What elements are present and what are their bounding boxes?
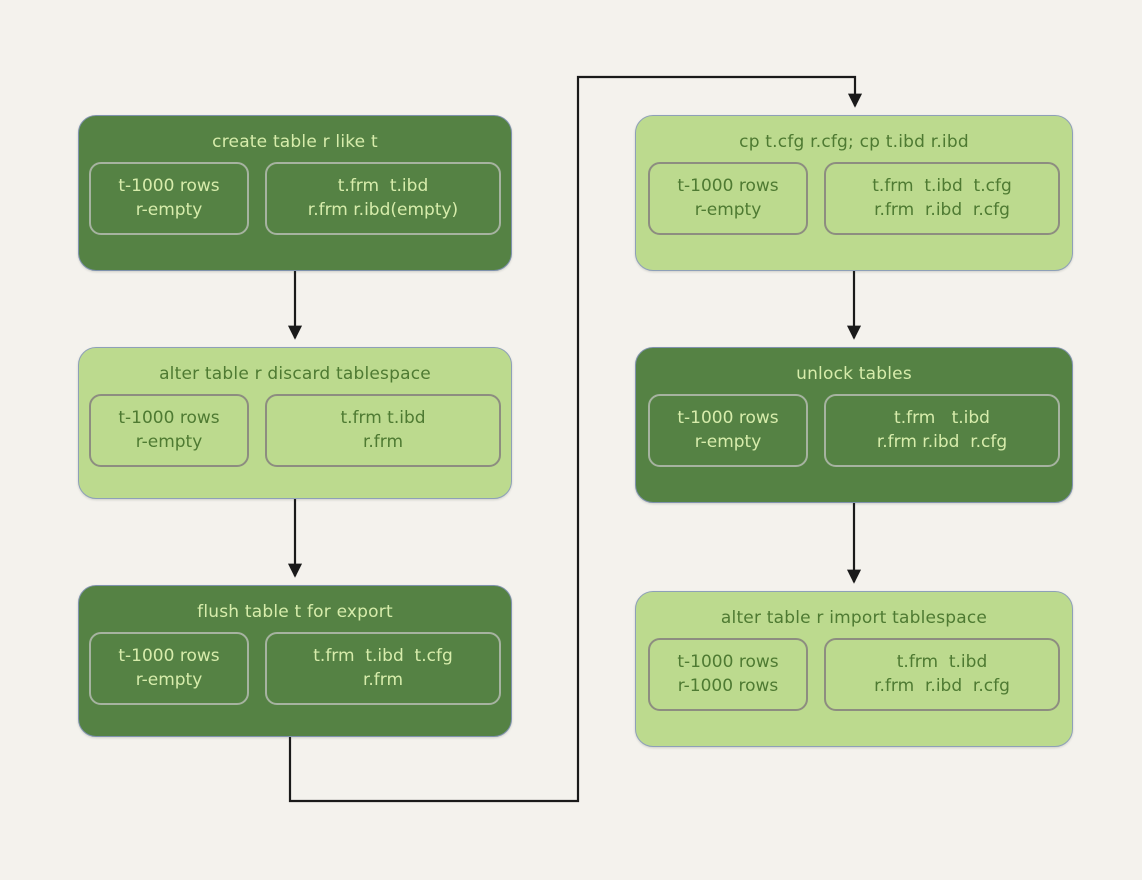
state-line: t.frm t.ibd t.cfg xyxy=(313,645,453,666)
state-line: t-1000 rows xyxy=(677,175,779,196)
node-state-row: t-1000 rows r-1000 rows t.frm t.ibd r.frm r… xyxy=(648,630,1060,711)
state-cell-rows: t-1000 rows r-empty xyxy=(89,161,249,235)
node-state-row: t-1000 rows r-empty t.frm t.ibd r.frm r.ibd… xyxy=(89,154,501,235)
node-state-row: t-1000 rows r-empty t.frm t.ibd t.cfg r.frm… xyxy=(648,154,1060,235)
state-cell-rows: t-1000 rows r-empty xyxy=(89,393,249,467)
node-state-row: t-1000 rows r-empty t.frm t.ibd r.frm r.ibd… xyxy=(648,386,1060,467)
node-alter-table-r-discard-tablespace[interactable]: alter table r discard tablespace t-1000 r… xyxy=(78,347,512,499)
state-line: r.frm xyxy=(362,432,404,453)
state-line: r-empty xyxy=(135,670,203,691)
state-line: t.frm t.ibd xyxy=(894,407,990,428)
state-cell-files: t.frm t.ibd r.frm xyxy=(265,393,501,467)
node-title: alter table r import tablespace xyxy=(720,608,988,628)
state-line: t-1000 rows xyxy=(118,407,220,428)
node-flush-table-t-for-export[interactable]: flush table t for export t-1000 rows r-emp… xyxy=(78,585,512,737)
state-cell-rows: t-1000 rows r-empty xyxy=(648,161,808,235)
state-line: t.frm t.ibd xyxy=(896,651,988,672)
state-line: r.frm r.ibd r.cfg xyxy=(876,432,1008,453)
state-cell-files: t.frm t.ibd r.frm r.ibd r.cfg xyxy=(824,393,1060,467)
state-cell-files: t.frm t.ibd t.cfg r.frm r.ibd r.cfg xyxy=(824,161,1060,235)
state-line: r.frm r.ibd r.cfg xyxy=(874,676,1010,697)
state-line: t-1000 rows xyxy=(118,175,220,196)
state-line: r-empty xyxy=(135,432,203,453)
node-title: cp t.cfg r.cfg; cp t.ibd r.ibd xyxy=(739,132,969,152)
state-cell-rows: t-1000 rows r-empty xyxy=(89,631,249,705)
node-state-row: t-1000 rows r-empty t.frm t.ibd t.cfg r.frm xyxy=(89,624,501,705)
node-alter-table-r-import-tablespace[interactable]: alter table r import tablespace t-1000 ro… xyxy=(635,591,1073,747)
state-line: r-empty xyxy=(694,200,762,221)
state-cell-files: t.frm t.ibd t.cfg r.frm xyxy=(265,631,501,705)
state-cell-files: t.frm t.ibd r.frm r.ibd r.cfg xyxy=(824,637,1060,711)
state-line: t.frm t.ibd t.cfg xyxy=(872,175,1012,196)
state-line: t-1000 rows xyxy=(677,407,779,428)
state-cell-files: t.frm t.ibd r.frm r.ibd(empty) xyxy=(265,161,501,235)
state-line: t.frm t.ibd xyxy=(340,407,426,428)
node-unlock-tables[interactable]: unlock tables t-1000 rows r-empty t.frm t.i… xyxy=(635,347,1073,503)
state-line: r.frm r.ibd(empty) xyxy=(307,200,459,221)
state-line: r-empty xyxy=(135,200,203,221)
node-title: alter table r discard tablespace xyxy=(159,364,431,384)
node-title: create table r like t xyxy=(212,132,378,152)
state-line: r.frm xyxy=(362,670,404,691)
node-state-row: t-1000 rows r-empty t.frm t.ibd r.frm xyxy=(89,386,501,467)
state-line: t-1000 rows xyxy=(118,645,220,666)
state-line: r-1000 rows xyxy=(677,676,779,697)
state-line: r-empty xyxy=(694,432,762,453)
state-line: t-1000 rows xyxy=(677,651,779,672)
node-title: unlock tables xyxy=(796,364,912,384)
state-line: r.frm r.ibd r.cfg xyxy=(874,200,1010,221)
state-line: t.frm t.ibd xyxy=(337,175,429,196)
state-cell-rows: t-1000 rows r-1000 rows xyxy=(648,637,808,711)
node-title: flush table t for export xyxy=(197,602,393,622)
state-cell-rows: t-1000 rows r-empty xyxy=(648,393,808,467)
node-cp-cfg-ibd[interactable]: cp t.cfg r.cfg; cp t.ibd r.ibd t-1000 row… xyxy=(635,115,1073,271)
